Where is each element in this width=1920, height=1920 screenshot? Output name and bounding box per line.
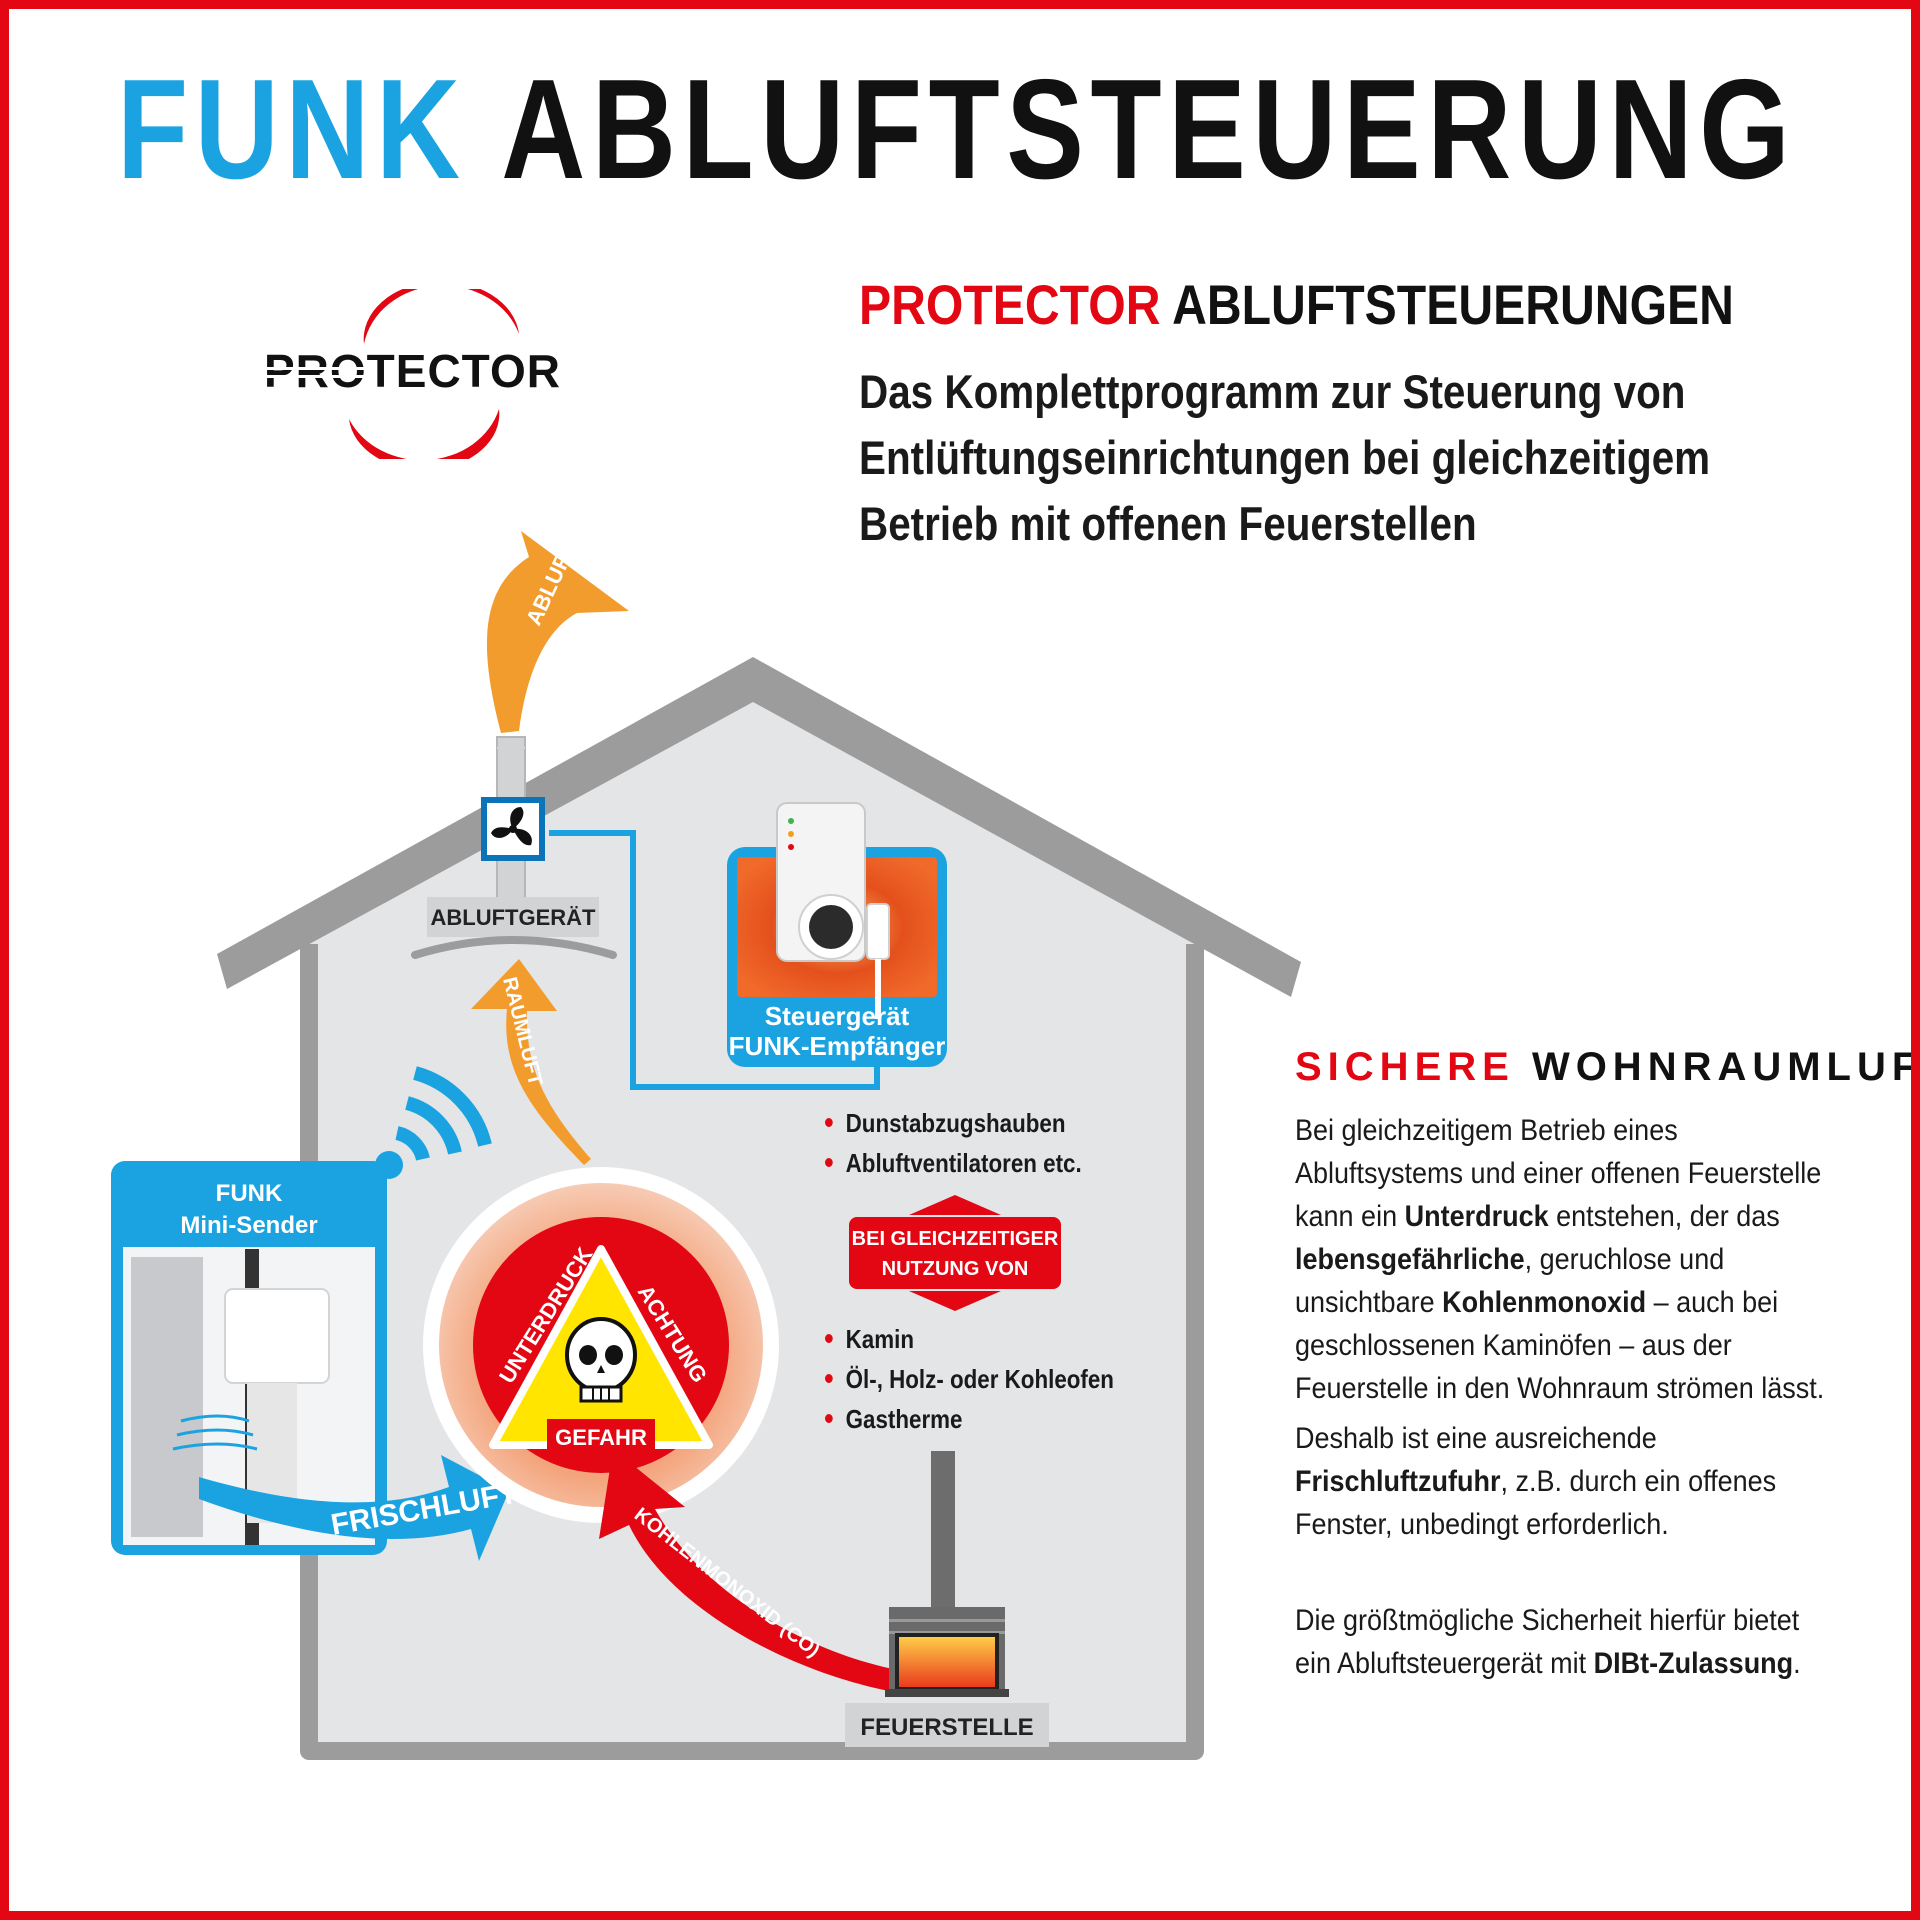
usage-line1: BEI GLEICHZEITIGER	[852, 1228, 1059, 1250]
intro-line: Betrieb mit offenen Feuerstellen	[859, 497, 1477, 550]
intro-heading: PROTECTOR ABLUFTSTEUERUNGEN	[859, 277, 1734, 333]
list-item: Gastherme	[825, 1399, 1114, 1439]
frischluft-arrow	[199, 1455, 509, 1561]
info-heading: SICHERE WOHNRAUMLUFT	[1295, 1045, 1920, 1089]
extractor-hood	[411, 936, 617, 959]
airflow-line	[176, 1428, 254, 1437]
device-led	[788, 831, 794, 837]
stove-pipe	[931, 1451, 955, 1615]
fan-icon	[491, 807, 532, 846]
socket-inner	[809, 905, 853, 949]
intro-line: Das Komplettprogramm zur Steuerung von	[859, 365, 1686, 418]
logo-stripe	[259, 375, 369, 378]
kohlenmonoxid-arrow	[599, 1449, 893, 1691]
intro-line: Entlüftungseinrichtungen bei gleichzeiti…	[859, 431, 1711, 484]
airflow-line	[180, 1414, 250, 1423]
raumluft-arrow	[471, 959, 591, 1165]
wifi-wave	[413, 1066, 492, 1147]
logo-stripe	[259, 367, 369, 370]
window-frame	[131, 1257, 203, 1537]
device-led	[788, 818, 794, 824]
abluftgeraet-label-box	[427, 897, 599, 937]
intro-heading-red: PROTECTOR	[859, 273, 1161, 336]
info-paragraph-3: Die größtmögliche Sicherheit hierfür bie…	[1295, 1604, 1801, 1680]
wifi-wave	[404, 1096, 462, 1155]
usage-arrow-up	[909, 1195, 1001, 1215]
usage-line2: NUTZUNG VON	[882, 1258, 1029, 1280]
info-paragraph-2: Deshalb ist eine ausreichende Frischluft…	[1295, 1422, 1777, 1541]
stove-line	[889, 1619, 1005, 1622]
intro-heading-black: ABLUFTSTEUERUNGEN	[1172, 273, 1734, 336]
list-item: Kamin	[825, 1319, 1114, 1359]
logo-text: PROTECTOR	[264, 345, 561, 397]
wifi-wave	[395, 1126, 430, 1161]
house-diagram: ABLUFT ABLUFTGERÄT RAUMLUFT Steuergerät	[111, 531, 1301, 1760]
sender-line1: FUNK	[216, 1180, 283, 1207]
control-wire	[549, 830, 880, 1090]
stove-base	[885, 1689, 1009, 1697]
feuerstelle-label-box	[845, 1703, 1049, 1747]
airflow-line	[172, 1442, 258, 1451]
steuergeraet-line2: FUNK-Empfänger	[729, 1031, 946, 1061]
list-item: Dunstabzugshauben	[825, 1103, 1082, 1143]
device-led	[788, 844, 794, 850]
info-heading-black: WOHNRAUMLUFT	[1531, 1045, 1920, 1089]
intro-text: Das Komplettprogramm zur Steuerung von E…	[859, 359, 1762, 557]
page-title: FUNK ABLUFTSTEUERUNG	[117, 59, 1796, 201]
usage-arrow-down	[909, 1291, 1001, 1311]
stove-fire	[895, 1633, 999, 1691]
abluftgeraet-label: ABLUFTGERÄT	[431, 905, 597, 930]
sender-line2: Mini-Sender	[180, 1212, 317, 1239]
list-item: Öl-, Holz- oder Kohleofen	[825, 1359, 1114, 1399]
fireplace-list: Kamin Öl-, Holz- oder Kohleofen Gastherm…	[825, 1319, 1161, 1439]
list-item: Abluftventilatoren etc.	[825, 1143, 1082, 1183]
stove-line	[889, 1631, 1005, 1634]
title-abluftsteuerung: ABLUFTSTEUERUNG	[501, 50, 1797, 209]
warning-bottom-label: GEFAHR	[555, 1425, 647, 1450]
feuerstelle-label: FEUERSTELLE	[860, 1714, 1033, 1741]
duct-cap	[497, 738, 525, 749]
gefahr-box	[547, 1419, 655, 1453]
steuergeraet-line1: Steuergerät	[765, 1001, 910, 1031]
mini-sender-device	[224, 1288, 330, 1384]
info-paragraph-1: Bei gleichzeitigem Betrieb eines Ablufts…	[1295, 1114, 1825, 1405]
title-funk: FUNK	[117, 50, 467, 209]
plug	[866, 903, 890, 960]
usage-badge	[849, 1217, 1061, 1289]
exhaust-devices-list: Dunstabzugshauben Abluftventilatoren etc…	[825, 1103, 1123, 1183]
info-heading-red: SICHERE	[1295, 1045, 1515, 1089]
skull-icon	[565, 1317, 637, 1403]
protector-logo: PROTECTOR	[259, 289, 561, 459]
plug-cable	[875, 959, 881, 1019]
abluft-arrow	[486, 531, 629, 733]
